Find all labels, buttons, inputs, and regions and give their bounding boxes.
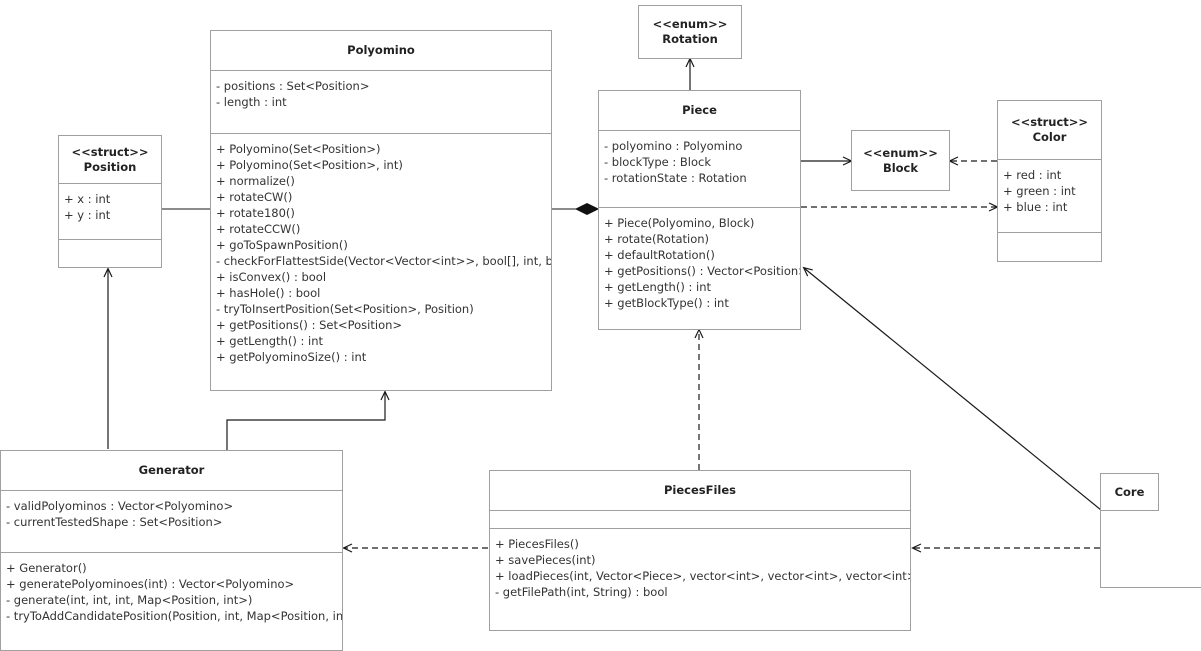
class-title-color: <<struct>> Color	[998, 101, 1101, 160]
class-member: + Piece(Polyomino, Block)	[604, 216, 755, 230]
class-methods-position	[59, 240, 161, 267]
class-attributes-core	[1101, 511, 1201, 587]
class-member: + blue : int	[1003, 200, 1068, 214]
class-title-generator: Generator	[1, 451, 342, 491]
class-member: + PiecesFiles()	[495, 537, 579, 551]
class-member: - length : int	[216, 95, 287, 109]
class-member: + x : int	[64, 192, 111, 206]
class-member: + defaultRotation()	[604, 248, 715, 262]
class-stereotype-rotation: <<enum>>	[652, 17, 728, 31]
class-attributes-polyomino: - positions : Set<Position> - length : i…	[211, 71, 551, 134]
class-member: - currentTestedShape : Set<Position>	[6, 515, 223, 529]
class-member: + getLength() : int	[216, 334, 323, 348]
class-methods-generator: + Generator() + generatePolyominoes(int)…	[1, 553, 342, 650]
class-box-generator[interactable]: Generator - validPolyominos : Vector<Pol…	[0, 450, 343, 651]
edge-polyomino-to-piece	[552, 202, 600, 216]
class-title-piece: Piece	[599, 91, 800, 131]
class-member: + Polyomino(Set<Position>, int)	[216, 158, 403, 172]
class-name-position: Position	[83, 159, 137, 174]
class-name-core: Core	[1114, 484, 1145, 499]
class-attributes-piece: - polyomino : Polyomino - blockType : Bl…	[599, 131, 800, 208]
class-methods-color	[998, 233, 1101, 261]
class-member: - validPolyominos : Vector<Polyomino>	[6, 499, 234, 513]
class-title-polyomino: Polyomino	[211, 31, 551, 71]
class-member: - rotationState : Rotation	[604, 171, 747, 185]
class-member: + loadPieces(int, Vector<Piece>, vector<…	[495, 569, 911, 583]
class-member: - polyomino : Polyomino	[604, 139, 743, 153]
class-name-piece: Piece	[682, 103, 717, 117]
class-member: - positions : Set<Position>	[216, 79, 370, 93]
class-member: + rotate(Rotation)	[604, 232, 710, 246]
class-member: + rotateCW()	[216, 190, 293, 204]
class-methods-piecesfiles: + PiecesFiles() + savePieces(int) + load…	[490, 529, 910, 630]
class-member: + getPositions() : Set<Position>	[216, 318, 403, 332]
class-box-position[interactable]: <<struct>> Position + x : int + y : int	[58, 135, 162, 268]
edge-generator-to-polyomino	[226, 392, 385, 450]
class-title-position: <<struct>> Position	[59, 136, 161, 184]
class-name-rotation: Rotation	[662, 32, 718, 46]
class-stereotype-block: <<enum>>	[863, 145, 938, 160]
class-member: + green : int	[1003, 184, 1076, 198]
class-title-piecesfiles: PiecesFiles	[490, 471, 910, 511]
class-member: + savePieces(int)	[495, 553, 596, 567]
class-member: + rotate180()	[216, 206, 295, 220]
class-box-piece[interactable]: Piece - polyomino : Polyomino - blockTyp…	[598, 90, 801, 330]
class-box-core-body[interactable]	[1100, 511, 1201, 588]
class-attributes-color: + red : int + green : int + blue : int	[998, 160, 1101, 233]
class-member: + Generator()	[6, 561, 87, 575]
class-member: + goToSpawnPosition()	[216, 238, 348, 252]
class-methods-piece: + Piece(Polyomino, Block) + rotate(Rotat…	[599, 208, 800, 329]
class-name-generator: Generator	[138, 463, 205, 477]
class-attributes-piecesfiles	[490, 511, 910, 529]
class-member: + getPositions() : Vector<Position>	[604, 264, 801, 278]
class-stereotype-color: <<struct>>	[1010, 115, 1089, 129]
class-member: + normalize()	[216, 174, 295, 188]
class-methods-polyomino: + Polyomino(Set<Position>) + Polyomino(S…	[211, 134, 551, 390]
class-title-block: <<enum>> Block	[852, 131, 949, 190]
class-member: + red : int	[1003, 168, 1062, 182]
class-member: + generatePolyominoes(int) : Vector<Poly…	[6, 577, 295, 591]
class-name-block: Block	[882, 160, 919, 175]
class-attributes-generator: - validPolyominos : Vector<Polyomino> - …	[1, 491, 342, 553]
class-title-core: Core	[1101, 474, 1158, 510]
class-member: - tryToInsertPosition(Set<Position>, Pos…	[216, 302, 474, 316]
class-title-rotation: <<enum>> Rotation	[639, 6, 741, 58]
class-box-rotation[interactable]: <<enum>> Rotation	[638, 5, 742, 59]
class-name-piecesfiles: PiecesFiles	[663, 483, 736, 497]
class-stereotype-position: <<struct>>	[71, 144, 149, 159]
class-member: - getFilePath(int, String) : bool	[495, 585, 668, 599]
class-member: + y : int	[64, 208, 111, 222]
class-box-piecesfiles[interactable]: PiecesFiles + PiecesFiles() + savePieces…	[489, 470, 911, 631]
class-member: + isConvex() : bool	[216, 270, 327, 284]
class-box-block[interactable]: <<enum>> Block	[851, 130, 950, 191]
class-attributes-position: + x : int + y : int	[59, 184, 161, 240]
class-member: + Polyomino(Set<Position>)	[216, 142, 381, 156]
class-box-polyomino[interactable]: Polyomino - positions : Set<Position> - …	[210, 30, 552, 391]
class-member: - blockType : Block	[604, 155, 712, 169]
class-box-color[interactable]: <<struct>> Color + red : int + green : i…	[997, 100, 1102, 262]
class-member: - tryToAddCandidatePosition(Position, in…	[6, 609, 343, 623]
class-member: + rotateCCW()	[216, 222, 301, 236]
class-name-polyomino: Polyomino	[347, 43, 415, 57]
class-member: + getLength() : int	[604, 280, 711, 294]
class-member: - generate(int, int, int, Map<Position, …	[6, 593, 253, 607]
class-member: + hasHole() : bool	[216, 286, 321, 300]
class-name-color: Color	[1032, 130, 1067, 144]
class-box-core-header[interactable]: Core	[1100, 473, 1159, 511]
class-member: + getPolyominoSize() : int	[216, 350, 367, 364]
class-member: + getBlockType() : int	[604, 296, 729, 310]
class-member: - checkForFlattestSide(Vector<Vector<int…	[216, 254, 552, 268]
